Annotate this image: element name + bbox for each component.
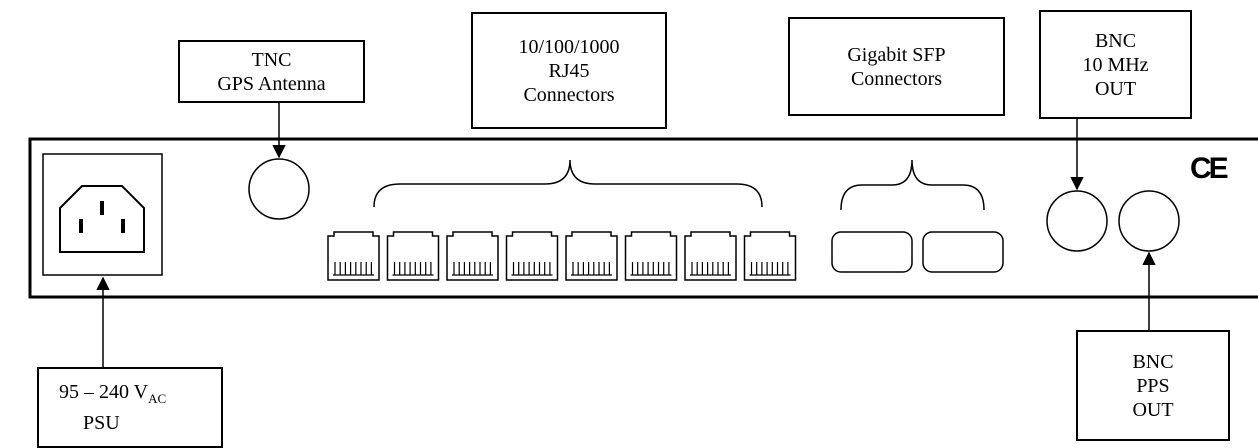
rj45-port-6 — [624, 231, 678, 281]
inlet-pin-right — [121, 219, 125, 233]
bnc-10mhz-label-line3: OUT — [1094, 77, 1137, 100]
psu-voltage: 95 – 240 V — [59, 381, 149, 403]
power-inlet-frame — [42, 153, 163, 276]
rj45-port-2 — [386, 231, 440, 281]
ce-mark: CE — [1190, 152, 1229, 185]
inlet-pin-center — [100, 201, 104, 215]
rj45-jack-outline — [505, 231, 559, 281]
rj45-brace — [373, 159, 763, 208]
bnc-pps-label-line3: OUT — [1132, 398, 1174, 421]
rj45-port-5 — [565, 231, 618, 281]
rj45-port-7 — [684, 231, 737, 281]
rj45-label: 10/100/1000 RJ45 Connectors — [471, 12, 667, 129]
chassis-panel — [28, 137, 1258, 299]
bnc-10mhz-label-line1: BNC — [1094, 29, 1137, 52]
bnc-pps-label-line1: BNC — [1132, 350, 1174, 373]
tnc-label-line2: GPS Antenna — [217, 72, 326, 95]
rj45-port-4 — [505, 231, 559, 281]
sfp-label: Gigabit SFP Connectors — [788, 17, 1005, 116]
sfp-label-line1: Gigabit SFP — [847, 43, 946, 66]
iec-power-inlet — [59, 185, 145, 253]
bnc-10mhz-label: BNC 10 MHz OUT — [1039, 10, 1192, 119]
tnc-label: TNC GPS Antenna — [178, 40, 365, 103]
tnc-gps-connector — [248, 158, 310, 220]
bnc-pps-label: BNC PPS OUT — [1076, 330, 1230, 441]
rj45-port-8 — [743, 231, 797, 281]
rj45-port-3 — [446, 231, 499, 281]
psu-voltage-line: 95 – 240 VAC — [59, 380, 166, 411]
rj45-label-line1: 10/100/1000 — [518, 35, 620, 58]
rj45-jack-outline — [624, 231, 678, 281]
sfp-label-line2: Connectors — [850, 67, 943, 90]
rj45-label-line3: Connectors — [523, 83, 615, 106]
inlet-pin-left — [79, 219, 83, 233]
rj45-jack-outline — [565, 231, 618, 281]
rj45-label-line2: RJ45 — [548, 59, 590, 82]
psu-label: 95 – 240 VAC PSU — [37, 367, 223, 448]
tnc-label-line1: TNC — [251, 48, 292, 71]
sfp-port-2 — [922, 231, 1004, 273]
psu-name: PSU — [83, 412, 120, 434]
rj45-jack-outline — [743, 231, 797, 281]
rj45-port-1 — [327, 231, 380, 281]
bnc-10mhz-connector — [1046, 190, 1108, 252]
sfp-brace — [840, 159, 985, 211]
bnc-pps-label-line2: PPS — [1136, 374, 1170, 397]
rj45-jack-outline — [386, 231, 440, 281]
bnc-10mhz-label-line2: 10 MHz — [1082, 53, 1149, 76]
sfp-port-1 — [831, 231, 913, 273]
rj45-jack-outline — [327, 231, 380, 281]
rj45-jack-outline — [446, 231, 499, 281]
rj45-jack-outline — [684, 231, 737, 281]
rj45-ports — [327, 231, 797, 281]
psu-voltage-sub: AC — [148, 391, 167, 406]
bnc-pps-connector — [1118, 190, 1180, 252]
